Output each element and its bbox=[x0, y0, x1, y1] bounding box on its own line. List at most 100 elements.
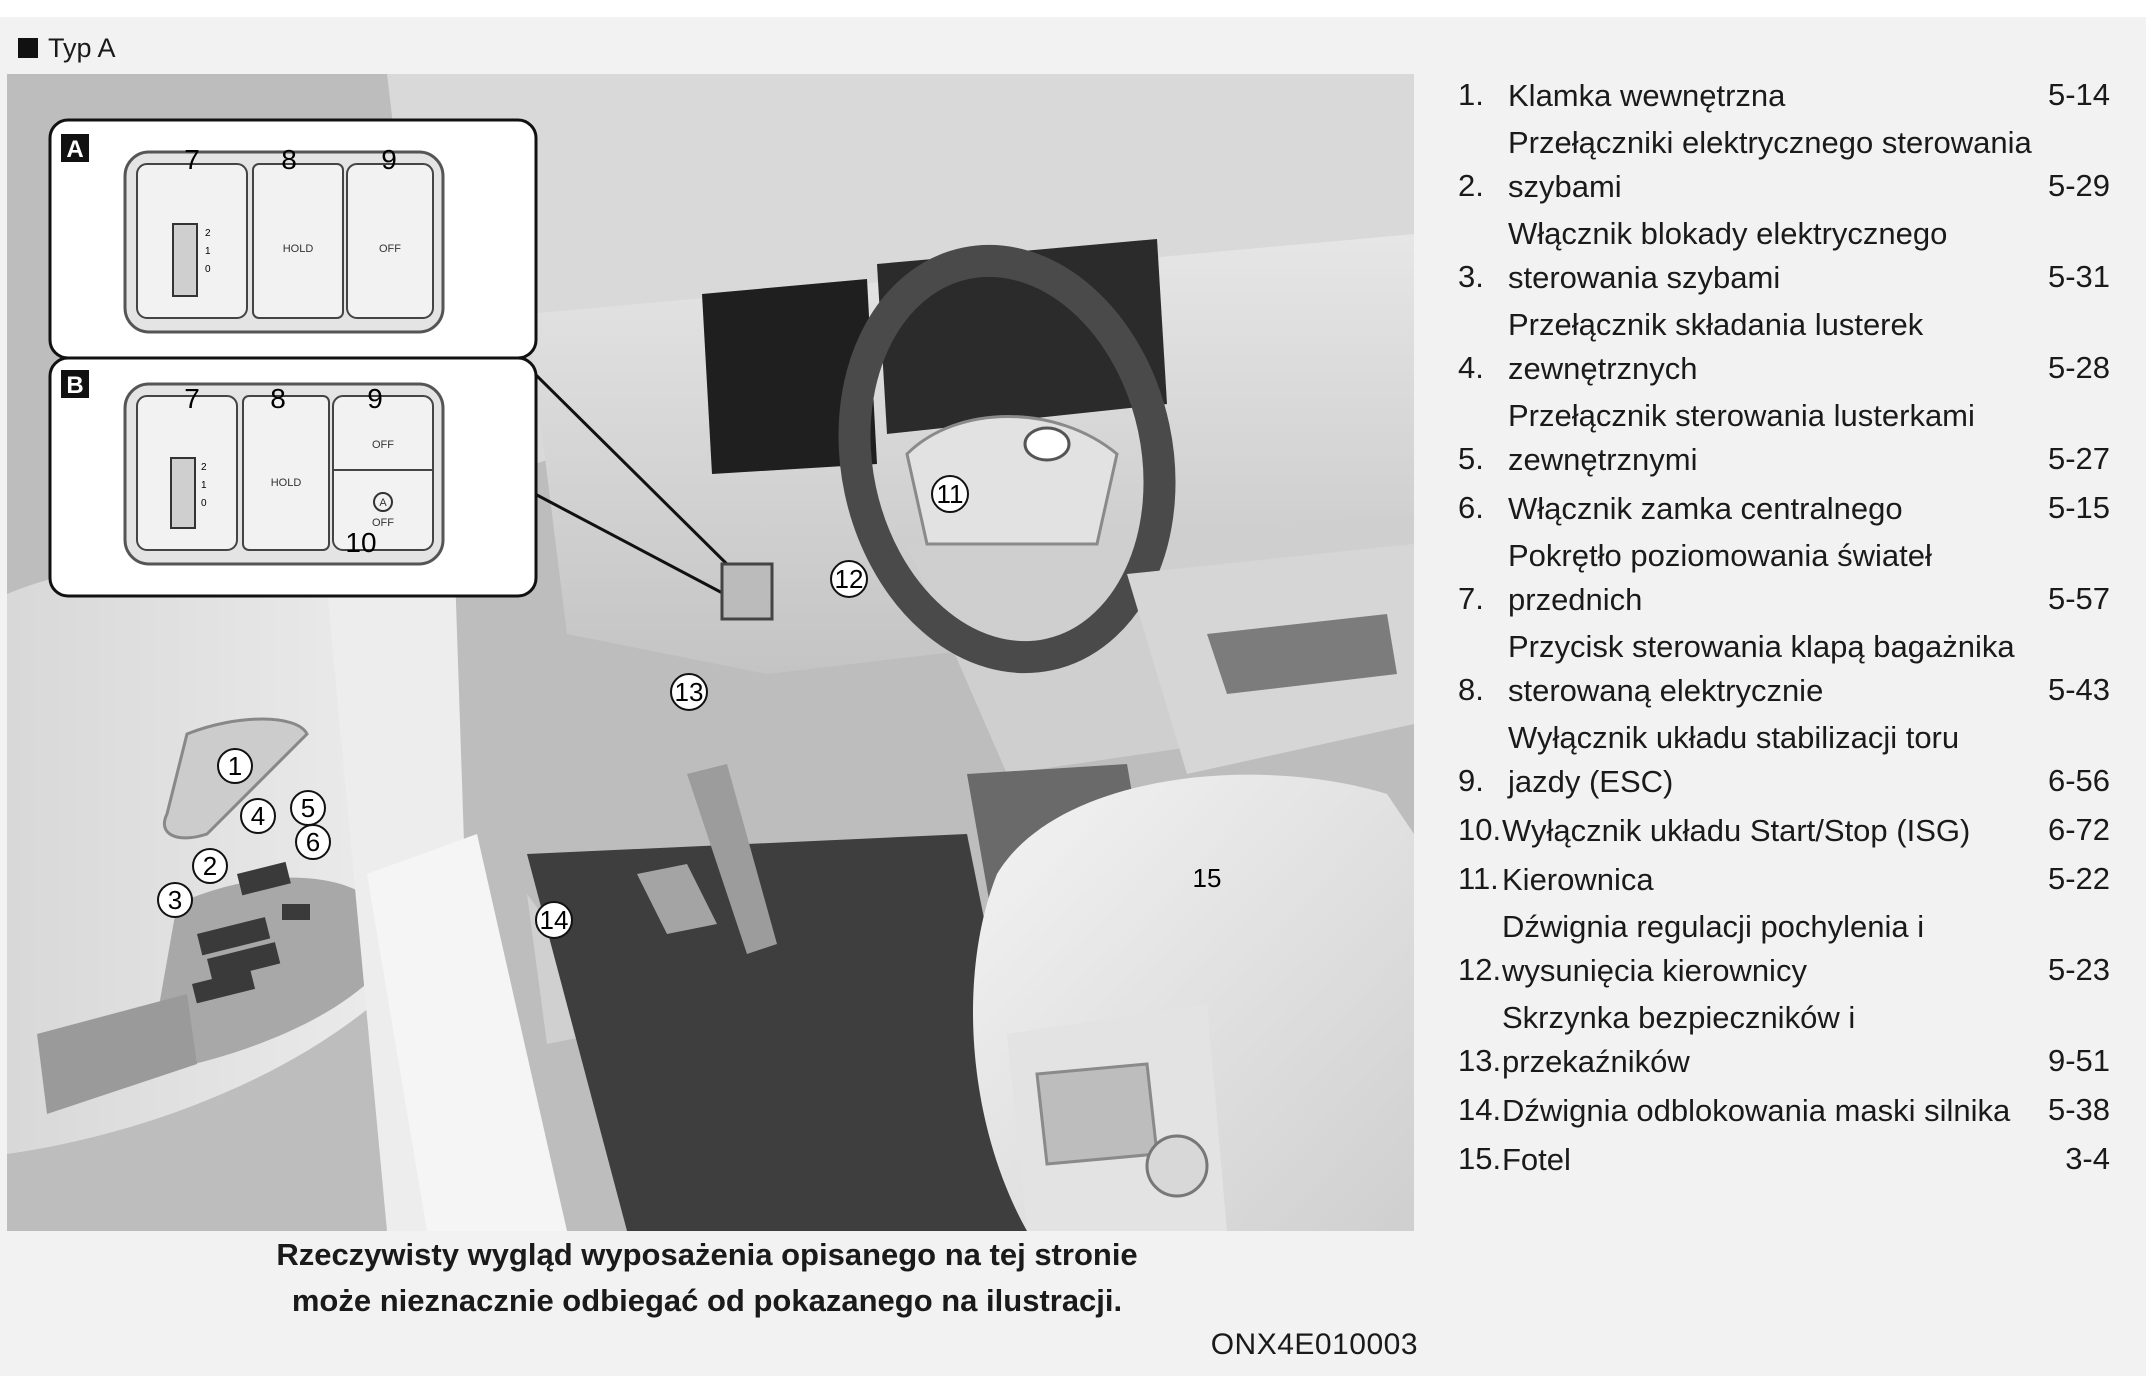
callout-6: 6 bbox=[295, 824, 331, 860]
legend-number: 6. bbox=[1458, 490, 1484, 525]
steering-wheel bbox=[838, 244, 1176, 674]
legend-page-ref: 9-51 bbox=[2047, 1043, 2110, 1078]
legend-label: Dźwignia odblokowania maski silnika bbox=[1502, 1093, 2011, 1128]
dash-switch-panel bbox=[720, 562, 774, 621]
instrument-cluster bbox=[702, 239, 1167, 474]
off-label: OFF bbox=[372, 439, 394, 451]
legend-item: 9.Wyłącznik układu stabilizacji toru jaz… bbox=[1458, 716, 2110, 804]
inset-a-callout-9: 9 bbox=[381, 144, 397, 175]
dial-mark: 2 bbox=[205, 228, 211, 239]
legend-page-ref: 5-14 bbox=[2047, 77, 2110, 112]
legend-item: 5. Przełącznik sterowania lusterkami zewn… bbox=[1458, 394, 2110, 482]
callout-12: 12 bbox=[830, 560, 868, 598]
legend-label: Fotel bbox=[1502, 1142, 1571, 1177]
callout-label: 11 bbox=[937, 479, 964, 509]
interior-illustration: 1 2 3 4 5 6 11 12 13 14 15 A 2 1 0 HOLD … bbox=[7, 74, 1414, 1231]
legend-number: 10. bbox=[1458, 812, 1502, 847]
legend-label: Klamka wewnętrzna bbox=[1508, 78, 1786, 113]
legend-page-ref: 5-15 bbox=[2047, 490, 2110, 525]
dial-mark: 0 bbox=[205, 264, 211, 275]
callout-5: 5 bbox=[290, 790, 326, 826]
inset-a-callout-7: 7 bbox=[184, 144, 200, 175]
image-code: ONX4E010003 bbox=[1210, 1328, 1418, 1361]
door-armrest bbox=[147, 877, 377, 1074]
legend-number: 3. bbox=[1458, 259, 1484, 294]
legend-number: 14. bbox=[1458, 1092, 1502, 1127]
inset-b-tag: B bbox=[66, 372, 83, 399]
callout-badges: 1 2 3 4 5 6 11 12 13 14 15 bbox=[157, 475, 1222, 939]
off-label: OFF bbox=[372, 517, 394, 529]
legend-label: Kierownica bbox=[1502, 862, 1654, 897]
legend-label: Przełączniki elektrycznego sterowania sz… bbox=[1508, 125, 2032, 204]
dial-mark: 1 bbox=[205, 246, 211, 257]
door-pocket bbox=[37, 994, 197, 1114]
variant-header: Typ A bbox=[18, 28, 116, 68]
legend-item: 11.Kierownica 5-22 bbox=[1458, 856, 2110, 902]
isg-symbol: A bbox=[379, 497, 387, 509]
legend-number: 4. bbox=[1458, 350, 1484, 385]
legend-item: 7.Pokrętło poziomowania świateł przednic… bbox=[1458, 534, 2110, 622]
legend-number: 1. bbox=[1458, 77, 1484, 112]
legend-label: Dźwignia regulacji pochylenia i wysunięc… bbox=[1502, 909, 1925, 988]
inset-b-callout-8: 8 bbox=[270, 383, 286, 414]
component-legend: 1. Klamka wewnętrzna 5-14 2. Przełączniki e… bbox=[1458, 72, 2110, 1185]
callout-label: 2 bbox=[203, 851, 217, 881]
legend-page-ref: 5-29 bbox=[2047, 168, 2110, 203]
legend-label: Włącznik blokady elektrycznego sterowani… bbox=[1508, 216, 1948, 295]
legend-label: Skrzynka bezpieczników i przekaźników bbox=[1502, 1000, 1856, 1079]
inset-b-callout-10: 10 bbox=[345, 527, 376, 558]
legend-page-ref: 6-72 bbox=[2047, 812, 2110, 847]
floor-mat bbox=[527, 834, 1047, 1231]
legend-number: 13. bbox=[1458, 1043, 1502, 1078]
legend-page-ref: 3-4 bbox=[2065, 1141, 2110, 1176]
hold-label: HOLD bbox=[271, 477, 302, 489]
legend-item: 2. Przełączniki elektrycznego sterowania … bbox=[1458, 121, 2110, 209]
legend-label: Włącznik zamka centralnego bbox=[1508, 491, 1903, 526]
callout-label: 1 bbox=[228, 751, 242, 781]
legend-label: Pokrętło poziomowania świateł przednich bbox=[1508, 538, 1932, 617]
legend-item: 12.Dźwignia regulacji pochylenia i wysun… bbox=[1458, 905, 2110, 993]
square-bullet-icon bbox=[18, 38, 38, 58]
legend-label: Przycisk sterowania klapą bagażnika ster… bbox=[1508, 629, 2015, 708]
legend-item: 3. Włącznik blokady elektrycznego sterowa… bbox=[1458, 212, 2110, 300]
legend-page-ref: 5-22 bbox=[2047, 861, 2110, 896]
hold-label: HOLD bbox=[283, 243, 314, 255]
legend-item: 4. Przełącznik składania lusterek zewnętr… bbox=[1458, 303, 2110, 391]
callout-label: 5 bbox=[301, 793, 315, 823]
legend-number: 5. bbox=[1458, 441, 1484, 476]
window-switches bbox=[191, 861, 310, 1004]
legend-page-ref: 5-31 bbox=[2047, 259, 2110, 294]
callout-2: 2 bbox=[192, 848, 228, 884]
legend-page-ref: 6-56 bbox=[2047, 763, 2110, 798]
callout-label: 6 bbox=[306, 827, 320, 857]
legend-item: 1. Klamka wewnętrzna 5-14 bbox=[1458, 72, 2110, 118]
inset-a-tag: A bbox=[66, 136, 83, 163]
inset-a-callout-8: 8 bbox=[281, 144, 297, 175]
legend-label: Przełącznik składania lusterek zewnętrzn… bbox=[1508, 307, 1924, 386]
inset-pointer-line-top bbox=[533, 372, 744, 581]
inset-b-callout-7: 7 bbox=[184, 383, 200, 414]
legend-label: Wyłącznik układu stabilizacji toru jazdy… bbox=[1508, 720, 1960, 799]
legend-item: 6. Włącznik zamka centralnego 5-15 bbox=[1458, 485, 2110, 531]
legend-number: 2. bbox=[1458, 168, 1484, 203]
legend-label: Przełącznik sterowania lusterkami zewnęt… bbox=[1508, 398, 1975, 477]
driver-seat bbox=[973, 774, 1414, 1231]
dial-mark: 0 bbox=[201, 498, 207, 509]
callout-label: 13 bbox=[675, 677, 704, 707]
legend-page-ref: 5-23 bbox=[2047, 952, 2110, 987]
callout-4: 4 bbox=[240, 798, 276, 834]
pedals bbox=[637, 764, 777, 954]
callout-11: 11 bbox=[931, 475, 969, 513]
door-sill bbox=[367, 834, 567, 1231]
legend-number: 11. bbox=[1458, 861, 1499, 896]
callout-label: 15 bbox=[1193, 863, 1222, 893]
legend-page-ref: 5-43 bbox=[2047, 672, 2110, 707]
inset-b: B 2 1 0 HOLD OFF A OFF 7 8 9 10 bbox=[48, 356, 538, 598]
legend-item: 13.Skrzynka bezpieczników i przekaźników… bbox=[1458, 996, 2110, 1084]
inset-b-callout-9: 9 bbox=[367, 383, 383, 414]
inset-pointer-line-bottom bbox=[534, 492, 748, 608]
legend-page-ref: 5-27 bbox=[2047, 441, 2110, 476]
callout-3: 3 bbox=[157, 882, 193, 918]
